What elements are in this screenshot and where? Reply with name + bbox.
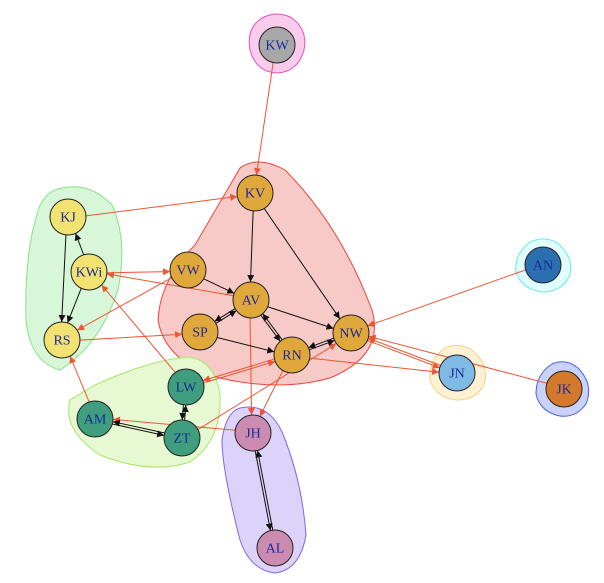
edge-zt-to-nw — [197, 343, 337, 430]
node-label: JH — [245, 427, 261, 442]
node-circle — [236, 174, 274, 212]
cluster-hulls — [25, 13, 590, 574]
node-circle — [181, 313, 219, 351]
node-al[interactable]: AL — [256, 529, 294, 567]
edge-sp-to-av — [215, 310, 237, 324]
node-circle — [70, 253, 108, 291]
node-circle — [273, 336, 311, 374]
node-circle — [545, 370, 583, 408]
node-label: AM — [84, 413, 107, 428]
edge-vw-to-av — [203, 278, 235, 294]
node-circle — [167, 368, 205, 406]
node-circle — [438, 354, 476, 392]
edge-an-to-nw — [367, 269, 526, 327]
edge-av-to-kwi — [106, 271, 234, 297]
edge-av-to-nw — [267, 306, 334, 330]
node-circle — [43, 321, 81, 359]
node-label: KW — [265, 39, 289, 54]
node-kv[interactable]: KV — [236, 174, 274, 212]
node-label: RN — [282, 349, 301, 364]
edge-rn-to-lw — [202, 358, 275, 382]
node-zt[interactable]: ZT — [163, 419, 201, 457]
node-circle — [234, 414, 272, 452]
edge-kv-to-av — [247, 210, 255, 282]
edge-kwi-to-kj — [74, 233, 85, 255]
node-rs[interactable]: RS — [43, 321, 81, 359]
nodes: KW KV KJ KWi VW AV SP NW RN RS AN JN JK LW AM ZT JH AL — [43, 26, 583, 567]
edge-nw-to-rn — [308, 337, 334, 349]
node-label: LW — [176, 381, 198, 396]
edge-am-to-rs — [69, 355, 90, 403]
node-kj[interactable]: KJ — [49, 198, 87, 236]
edge-kj-to-rs — [58, 234, 67, 322]
edge-al-to-jh — [255, 450, 274, 531]
edge-kwi-to-vw — [107, 268, 171, 276]
edge-kw-to-kv — [254, 62, 274, 176]
node-label: AN — [533, 259, 553, 274]
edge-kv-to-nw — [263, 208, 341, 320]
edge-zt-to-am — [112, 419, 165, 434]
node-circle — [76, 400, 114, 438]
edge-kj-to-kv — [85, 193, 238, 217]
node-label: VW — [176, 264, 200, 279]
node-circle — [524, 246, 562, 284]
node-sp[interactable]: SP — [181, 313, 219, 351]
edge-am-to-zt — [112, 423, 165, 438]
node-circle — [232, 281, 270, 319]
node-am[interactable]: AM — [76, 400, 114, 438]
node-lw[interactable]: LW — [167, 368, 205, 406]
node-circle — [256, 529, 294, 567]
edge-kwi-to-rs — [66, 288, 82, 324]
edge-lw-to-rn — [203, 360, 276, 384]
node-label: KJ — [60, 211, 76, 226]
edge-lw-to-kwi — [101, 284, 176, 373]
node-label: AL — [266, 542, 285, 557]
edge-vw-to-rs — [76, 277, 172, 331]
node-circle — [169, 251, 207, 289]
edge-av-to-jh — [247, 318, 255, 416]
edge-rn-to-av — [262, 313, 283, 341]
edge-zt-to-lw — [181, 404, 189, 421]
node-circle — [258, 26, 296, 64]
edge-nw-to-jn — [367, 340, 440, 369]
node-label: AV — [242, 294, 260, 309]
edge-rs-to-sp — [80, 331, 183, 341]
node-label: NW — [339, 327, 363, 342]
node-an[interactable]: AN — [524, 246, 562, 284]
node-kwi[interactable]: KWi — [70, 253, 108, 291]
node-nw[interactable]: NW — [332, 314, 370, 352]
node-jh[interactable]: JH — [234, 414, 272, 452]
node-kw[interactable]: KW — [258, 26, 296, 64]
edge-jh-to-al — [254, 450, 273, 531]
node-jk[interactable]: JK — [545, 370, 583, 408]
node-circle — [49, 198, 87, 236]
node-rn[interactable]: RN — [273, 336, 311, 374]
edge-sp-to-rn — [217, 337, 275, 354]
node-label: RS — [53, 334, 70, 349]
node-vw[interactable]: VW — [169, 251, 207, 289]
edge-jn-to-nw — [368, 337, 441, 366]
node-label: KV — [245, 187, 265, 202]
node-circle — [163, 419, 201, 457]
node-label: JN — [449, 367, 465, 382]
node-label: SP — [192, 326, 208, 341]
edge-rn-to-jn — [309, 357, 440, 375]
node-label: JK — [556, 383, 572, 398]
edge-rn-to-jh — [259, 370, 284, 417]
node-label: KWi — [76, 266, 103, 281]
node-jn[interactable]: JN — [438, 354, 476, 392]
node-label: ZT — [173, 432, 191, 447]
node-av[interactable]: AV — [232, 281, 270, 319]
node-circle — [332, 314, 370, 352]
